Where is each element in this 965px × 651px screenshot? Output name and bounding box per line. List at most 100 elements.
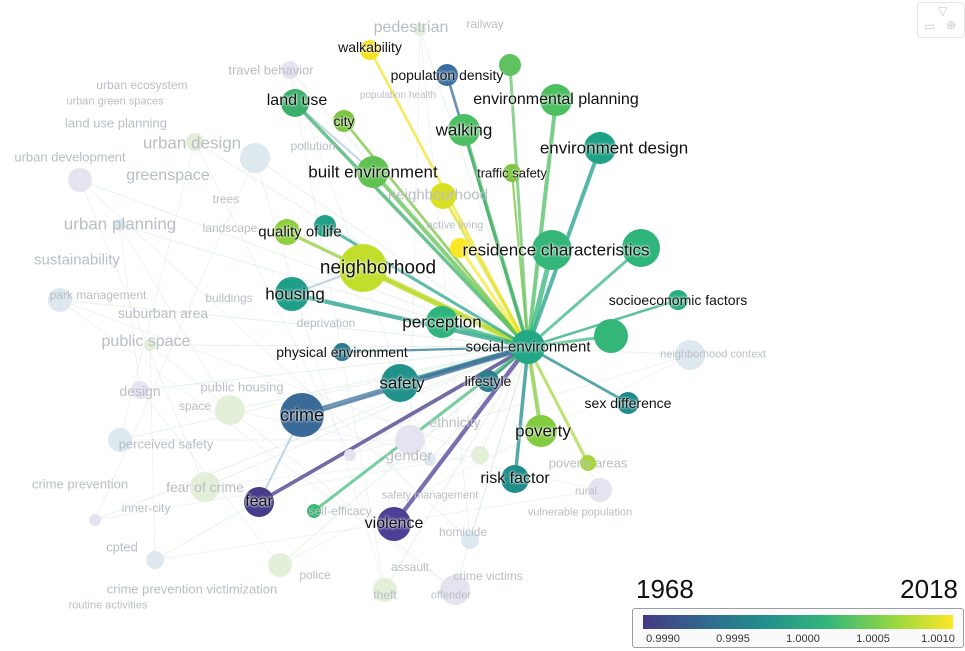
- label-social-environment[interactable]: social environment: [465, 338, 591, 356]
- node-residence-characteristics[interactable]: [532, 230, 572, 270]
- node-neighborhood[interactable]: [339, 244, 387, 292]
- label-environment-design[interactable]: environment design: [539, 138, 689, 158]
- bg-label-perceived-safety[interactable]: perceived safety: [118, 436, 214, 452]
- node-violence[interactable]: [377, 507, 411, 541]
- label-fear[interactable]: fear: [245, 493, 273, 510]
- label-city[interactable]: city: [333, 113, 355, 129]
- label-population-density[interactable]: population density: [390, 67, 504, 83]
- bg-label-buildings[interactable]: buildings: [205, 291, 253, 305]
- node-city[interactable]: [333, 110, 355, 132]
- node-environmental-planning[interactable]: [540, 84, 572, 116]
- node-safety[interactable]: [381, 364, 419, 402]
- bg-label-suburban-area[interactable]: suburban area: [117, 305, 209, 321]
- network-node[interactable]: [622, 229, 660, 267]
- label-perception[interactable]: perception: [402, 312, 482, 332]
- label-lifestyle[interactable]: lifestyle: [464, 373, 512, 389]
- node-lifestyle[interactable]: [477, 370, 499, 392]
- bg-label-urban-planning[interactable]: urban planning: [63, 214, 177, 234]
- node-population-density[interactable]: [436, 64, 458, 86]
- label-residence-characteristics[interactable]: residence characteristics: [462, 240, 650, 260]
- node-traffic-safety[interactable]: [503, 164, 521, 182]
- network-node[interactable]: [450, 238, 470, 258]
- bg-label-active-living[interactable]: active living: [426, 219, 484, 232]
- bg-label-poverty-areas[interactable]: poverty areas: [548, 455, 628, 471]
- bg-label-population-health[interactable]: population health: [359, 90, 437, 101]
- bg-label-design[interactable]: design: [119, 383, 161, 399]
- bg-label-theft[interactable]: theft: [373, 588, 397, 602]
- node-crime[interactable]: [280, 393, 324, 437]
- bg-label-crime-prevention[interactable]: crime prevention: [31, 476, 129, 492]
- node-walking[interactable]: [448, 114, 480, 146]
- bg-label-ethnicity[interactable]: ethnicity: [429, 414, 481, 430]
- bg-label-vulnerable-population[interactable]: vulnerable population: [527, 506, 633, 519]
- bg-label-landscape[interactable]: landscape: [202, 221, 258, 235]
- bg-label-assault[interactable]: assault: [390, 560, 430, 574]
- bg-label-pedestrian[interactable]: pedestrian: [373, 19, 449, 36]
- label-sex-difference[interactable]: sex difference: [584, 395, 672, 411]
- bg-label-crime-prevention-victimization[interactable]: crime prevention victimization: [106, 581, 278, 597]
- bg-label-inner-city[interactable]: inner-city: [121, 501, 171, 515]
- node-land-use[interactable]: [281, 89, 309, 117]
- bg-label-fear-of-crime[interactable]: fear of crime: [166, 479, 244, 495]
- bg-label-self-efficacy[interactable]: self-efficacy: [308, 504, 372, 518]
- network-node[interactable]: [307, 504, 321, 518]
- label-physical-environment[interactable]: physical environment: [276, 344, 408, 360]
- node-environment-design[interactable]: [584, 132, 616, 164]
- bg-label-safety-management[interactable]: safety management: [381, 489, 479, 502]
- node-socioeconomic-factors[interactable]: [668, 290, 688, 310]
- bg-label-offender[interactable]: offender: [430, 589, 472, 602]
- node-walkability[interactable]: [360, 40, 380, 60]
- bg-label-trees[interactable]: trees: [212, 192, 240, 206]
- label-traffic-safety[interactable]: traffic safety: [477, 165, 547, 181]
- node-fear[interactable]: [244, 487, 274, 517]
- bg-label-pollution[interactable]: pollution: [290, 139, 336, 153]
- node-risk-factor[interactable]: [501, 465, 529, 493]
- bg-label-urban-design[interactable]: urban design: [142, 133, 242, 153]
- node-social-environment[interactable]: [511, 330, 545, 364]
- label-walking[interactable]: walking: [435, 120, 493, 140]
- node-built-environment[interactable]: [357, 156, 389, 188]
- label-walkability[interactable]: walkability: [338, 39, 402, 55]
- bg-label-space[interactable]: space: [178, 399, 212, 413]
- label-built-environment[interactable]: built environment: [308, 162, 438, 182]
- label-land-use[interactable]: land use: [266, 92, 328, 109]
- bg-label-park-management[interactable]: park management: [49, 288, 147, 302]
- node-poverty[interactable]: [525, 415, 557, 447]
- label-socioeconomic-factors[interactable]: socioeconomic factors: [608, 292, 748, 308]
- label-neighborhood[interactable]: neighborhood: [319, 257, 437, 279]
- zoom-control-icon[interactable]: ▽ ▭ ⊕: [917, 2, 965, 38]
- network-node[interactable]: [430, 183, 456, 209]
- label-poverty[interactable]: poverty: [515, 421, 571, 441]
- node-sex-difference[interactable]: [617, 392, 639, 414]
- bg-label-travel-behavior[interactable]: travel behavior: [228, 62, 314, 78]
- label-environmental-planning[interactable]: environmental planning: [473, 91, 639, 108]
- bg-label-neighbourhood[interactable]: neighbourhood: [387, 186, 489, 204]
- bg-label-public-housing[interactable]: public housing: [200, 379, 284, 395]
- node-perception[interactable]: [426, 306, 458, 338]
- bg-label-neighborhood-context[interactable]: neighborhood context: [660, 348, 766, 361]
- node-quality-of-life[interactable]: [274, 219, 300, 245]
- label-crime[interactable]: crime: [280, 405, 324, 425]
- bg-label-public-space[interactable]: public space: [101, 333, 191, 350]
- bg-label-crime-victims[interactable]: crime victims: [453, 569, 523, 583]
- bg-label-cpted[interactable]: cpted: [106, 539, 138, 555]
- network-node[interactable]: [499, 54, 521, 76]
- bg-label-routine-activities[interactable]: routine activities: [68, 599, 148, 612]
- node-physical-environment[interactable]: [333, 343, 351, 361]
- bg-label-urban-ecosystem[interactable]: urban ecosystem: [96, 78, 188, 92]
- label-housing[interactable]: housing: [265, 284, 325, 304]
- bg-label-sustainability[interactable]: sustainability: [34, 251, 120, 269]
- label-violence[interactable]: violence: [364, 515, 424, 532]
- label-safety[interactable]: safety: [379, 373, 425, 393]
- node-housing[interactable]: [275, 277, 309, 311]
- bg-label-police[interactable]: police: [299, 568, 331, 582]
- bg-label-land-use-planning[interactable]: land use planning: [65, 115, 167, 131]
- label-quality-of-life[interactable]: quality of life: [258, 223, 342, 241]
- bg-label-urban-green-spaces[interactable]: urban green spaces: [66, 95, 164, 108]
- network-node[interactable]: [594, 319, 628, 353]
- network-node[interactable]: [580, 455, 596, 471]
- label-risk-factor[interactable]: risk factor: [480, 470, 550, 487]
- bg-label-urban-development[interactable]: urban development: [14, 149, 126, 165]
- bg-label-gender[interactable]: gender: [385, 447, 433, 465]
- bg-label-deprivation[interactable]: deprivation: [296, 316, 356, 330]
